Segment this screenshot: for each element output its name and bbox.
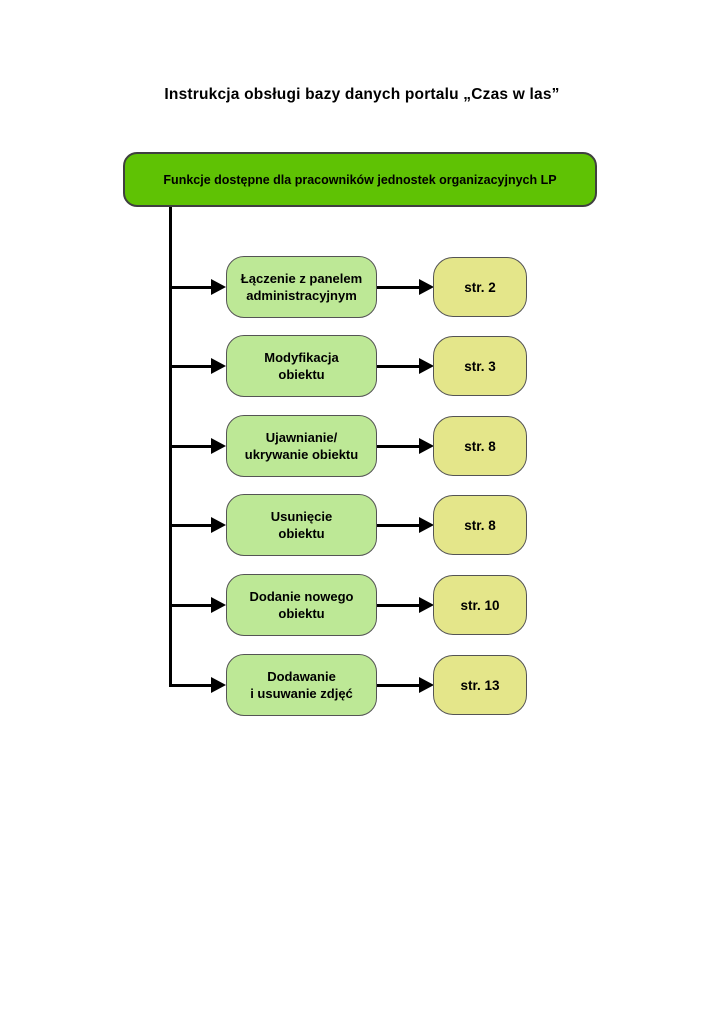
- page-ref-label: str. 8: [464, 517, 496, 533]
- flow-row: Ujawnianie/ ukrywanie obiektu str. 8: [0, 415, 724, 477]
- link-connector: [377, 684, 420, 687]
- page-ref-box: str. 8: [433, 495, 527, 555]
- page-ref-label: str. 3: [464, 358, 496, 374]
- function-box: Dodanie nowego obiektu: [226, 574, 377, 636]
- document-title: Instrukcja obsługi bazy danych portalu „…: [164, 86, 560, 103]
- function-label: Usunięcie obiektu: [270, 509, 333, 541]
- flow-row: Dodanie nowego obiektu str. 10: [0, 574, 724, 636]
- arrow-right-icon: [419, 597, 434, 613]
- arrow-right-icon: [419, 279, 434, 295]
- branch-connector: [169, 604, 212, 607]
- arrow-right-icon: [211, 438, 226, 454]
- arrow-right-icon: [419, 438, 434, 454]
- link-connector: [377, 604, 420, 607]
- link-connector: [377, 286, 420, 289]
- page-ref-label: str. 13: [460, 677, 500, 693]
- branch-connector: [169, 684, 212, 687]
- page-ref-box: str. 2: [433, 257, 527, 317]
- page-ref-box: str. 13: [433, 655, 527, 715]
- function-box: Łączenie z panelem administracyjnym: [226, 256, 377, 318]
- function-box: Modyfikacja obiektu: [226, 335, 377, 397]
- page-ref-label: str. 2: [464, 279, 496, 295]
- arrow-right-icon: [211, 597, 226, 613]
- flow-row: Modyfikacja obiektu str. 3: [0, 335, 724, 397]
- function-label: Dodanie nowego obiektu: [249, 589, 354, 621]
- arrow-right-icon: [211, 517, 226, 533]
- flow-row: Usunięcie obiektu str. 8: [0, 494, 724, 556]
- function-box: Ujawnianie/ ukrywanie obiektu: [226, 415, 377, 477]
- arrow-right-icon: [211, 279, 226, 295]
- function-box: Dodawanie i usuwanie zdjęć: [226, 654, 377, 716]
- link-connector: [377, 445, 420, 448]
- link-connector: [377, 365, 420, 368]
- function-label: Ujawnianie/ ukrywanie obiektu: [244, 430, 359, 462]
- branch-connector: [169, 286, 212, 289]
- function-label: Modyfikacja obiektu: [264, 350, 339, 382]
- arrow-right-icon: [211, 358, 226, 374]
- page-ref-box: str. 8: [433, 416, 527, 476]
- page-ref-label: str. 8: [464, 438, 496, 454]
- branch-connector: [169, 365, 212, 368]
- branch-connector: [169, 445, 212, 448]
- function-label: Łączenie z panelem administracyjnym: [240, 271, 363, 303]
- branch-connector: [169, 524, 212, 527]
- flow-row: Dodawanie i usuwanie zdjęć str. 13: [0, 654, 724, 716]
- arrow-right-icon: [419, 358, 434, 374]
- arrow-right-icon: [419, 677, 434, 693]
- page-ref-box: str. 10: [433, 575, 527, 635]
- function-label: Dodawanie i usuwanie zdjęć: [250, 669, 353, 701]
- flowchart-header-box: Funkcje dostępne dla pracowników jednost…: [123, 152, 597, 207]
- page-ref-label: str. 10: [460, 597, 500, 613]
- function-box: Usunięcie obiektu: [226, 494, 377, 556]
- page-ref-box: str. 3: [433, 336, 527, 396]
- link-connector: [377, 524, 420, 527]
- flow-row: Łączenie z panelem administracyjnym str.…: [0, 256, 724, 318]
- arrow-right-icon: [211, 677, 226, 693]
- flowchart-header-label: Funkcje dostępne dla pracowników jednost…: [163, 172, 557, 187]
- arrow-right-icon: [419, 517, 434, 533]
